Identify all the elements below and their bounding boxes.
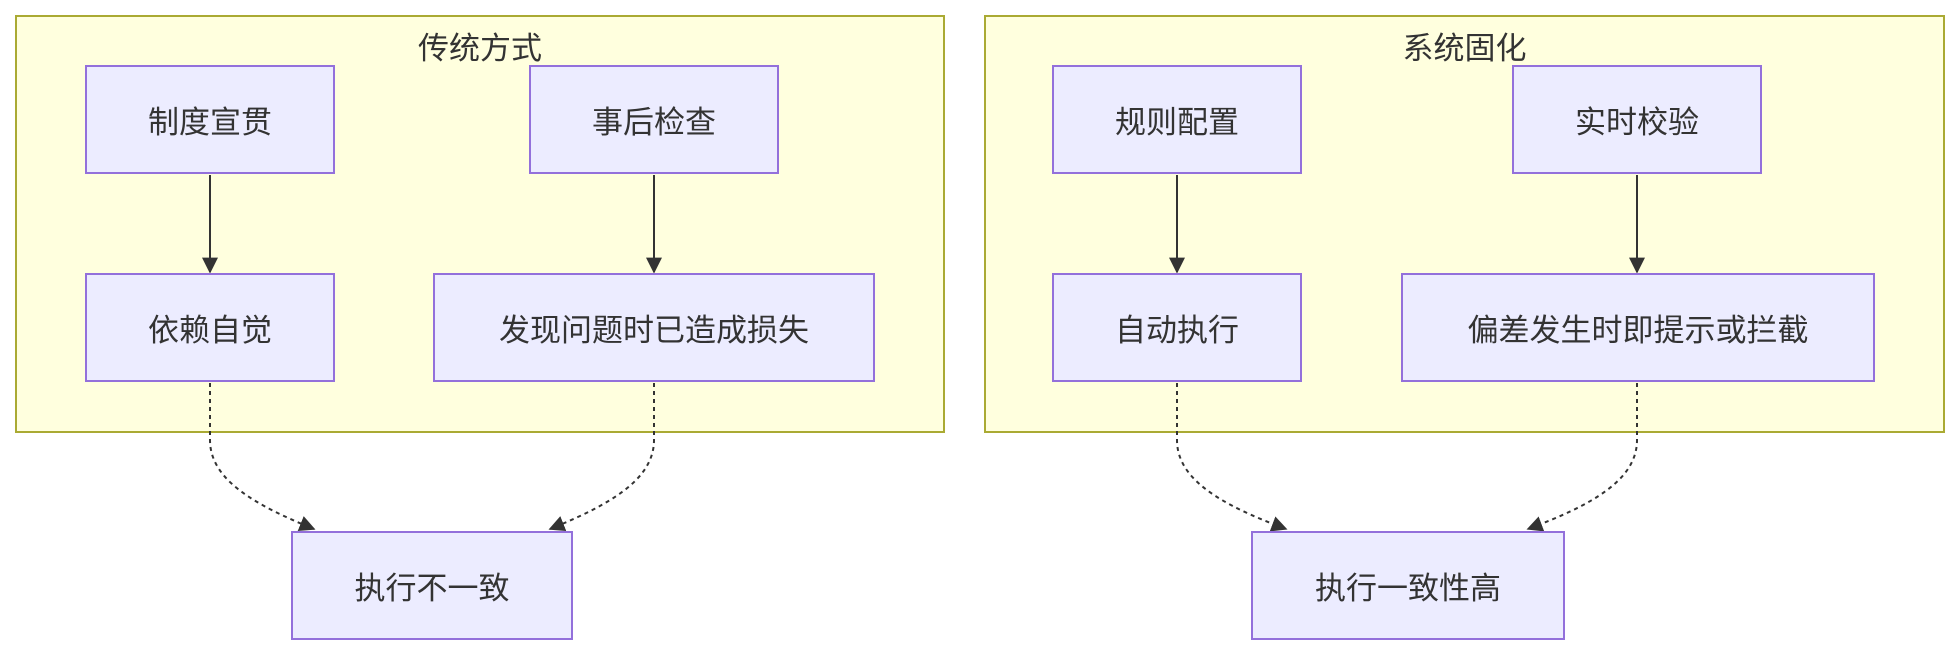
- node-label: 发现问题时已造成损失: [499, 313, 809, 349]
- group-title-system: 系统固化: [1402, 31, 1527, 67]
- node-auto-execution: 自动执行: [1052, 273, 1302, 382]
- node-outcome-consistent: 执行一致性高: [1251, 531, 1565, 640]
- node-label: 事后检查: [592, 105, 716, 141]
- node-label: 执行一致性高: [1315, 571, 1501, 607]
- group-title-traditional: 传统方式: [418, 31, 542, 67]
- node-label: 执行不一致: [354, 571, 510, 607]
- node-label: 实时校验: [1575, 105, 1699, 141]
- node-policy-promotion: 制度宣贯: [85, 65, 335, 174]
- node-deviation-alert: 偏差发生时即提示或拦截: [1401, 273, 1875, 382]
- node-label: 制度宣贯: [148, 105, 272, 141]
- node-label: 规则配置: [1115, 105, 1239, 141]
- node-post-inspection: 事后检查: [529, 65, 779, 174]
- edge-a3-r1: [209, 383, 316, 531]
- node-label: 依赖自觉: [148, 313, 272, 349]
- node-self-discipline: 依赖自觉: [85, 273, 335, 382]
- node-outcome-inconsistent: 执行不一致: [291, 531, 573, 640]
- node-loss-found-late: 发现问题时已造成损失: [433, 273, 875, 382]
- node-realtime-check: 实时校验: [1512, 65, 1762, 174]
- node-label: 偏差发生时即提示或拦截: [1467, 313, 1809, 349]
- edge-b4-r2: [1526, 383, 1638, 532]
- edge-b3-r2: [1176, 383, 1288, 532]
- edge-a4-r1: [548, 383, 655, 531]
- node-rule-config: 规则配置: [1052, 65, 1302, 174]
- node-label: 自动执行: [1115, 313, 1239, 349]
